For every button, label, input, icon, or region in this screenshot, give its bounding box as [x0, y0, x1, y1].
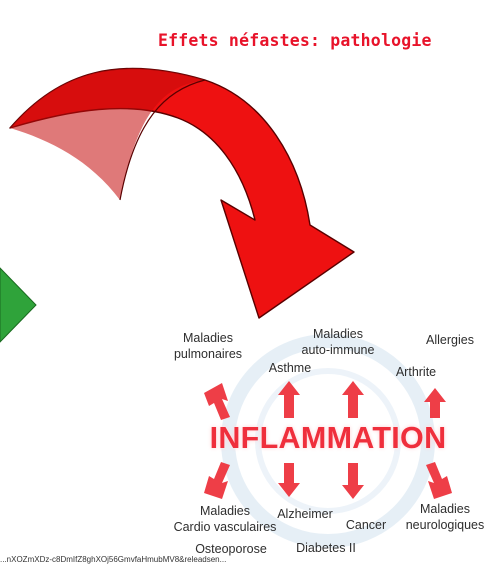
inflammation-diagram: Maladies pulmonaires Maladies auto-immun… [160, 323, 496, 565]
green-arrow-tip [0, 267, 37, 343]
curved-red-arrow-shade [10, 68, 205, 200]
label-alzheimer: Alzheimer [277, 507, 333, 521]
down-arrows [204, 462, 452, 499]
label-allergies: Allergies [426, 333, 474, 347]
label-cancer: Cancer [345, 518, 387, 532]
up-arrow [204, 383, 230, 420]
up-arrow [278, 381, 300, 418]
label-maladies-neurologiques: Maladies neurologiques [405, 502, 485, 532]
down-arrow [278, 463, 300, 497]
inflammation-label: INFLAMMATION [209, 421, 447, 455]
label-maladies-cardio-vasculaires: Maladies Cardio vasculaires [173, 504, 277, 534]
down-arrow [342, 463, 364, 499]
down-arrow [204, 462, 230, 499]
up-arrow [424, 388, 446, 418]
label-arthrite: Arthrite [395, 365, 437, 379]
down-arrow [426, 462, 452, 499]
label-diabetes-ii: Diabetes II [296, 541, 356, 555]
up-arrows [204, 381, 446, 420]
diagram-arrows [204, 334, 452, 548]
label-maladies-pulmonaires: Maladies pulmonaires [173, 331, 243, 361]
label-maladies-auto-immune: Maladies auto-immune [301, 327, 375, 357]
label-osteoporose: Osteoporose [195, 542, 267, 556]
slide-title: Effets néfastes: pathologie [158, 31, 432, 50]
up-arrow [342, 381, 364, 418]
image-caption: ...nXOZmXDz-c8DmIfZ8ghXOj56GmvfaHmubMV8&… [0, 555, 227, 564]
label-asthme: Asthme [268, 361, 312, 375]
